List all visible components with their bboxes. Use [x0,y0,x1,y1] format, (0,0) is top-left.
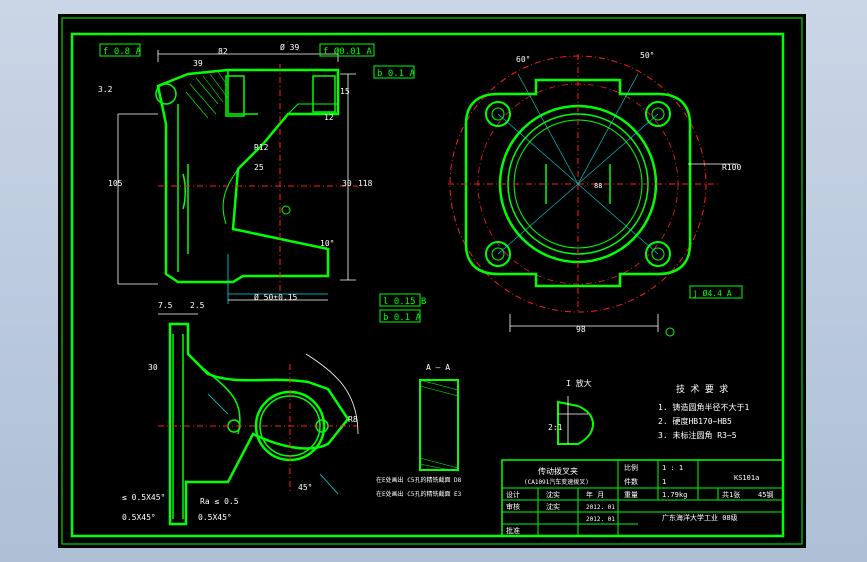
dim-phi50: Ø 50±0.15 [254,292,298,302]
tb-weight-label: 重量 [624,491,638,499]
dim-118: 118 [358,179,373,188]
dim-r100: R100 [722,163,741,172]
chamfer-note-1: ≤ 0.5X45° [122,493,165,502]
tolerance-frame-6: j Ø4.4 A [693,288,732,298]
tb-school: 广东海洋大学工业 08级 [662,513,738,522]
tb-checker: 沈实 [546,502,560,511]
tb-part-sub: (CA1091汽车变速拨叉) [524,478,589,486]
dim-82: 82 [218,47,228,56]
tech-req-item-1: 1. 铸造圆角半径不大于1 [658,402,749,412]
dim-15: 15 [340,87,350,96]
tolerance-frame-5: b 0.1 A [383,313,422,323]
top-view [448,54,738,337]
section-note-a: 在E处画出 C5孔的精铣截面 D8 [376,476,462,484]
tolerance-frame-3: b 0.1 A [377,69,416,79]
dim-60deg: 60° [516,55,530,64]
tech-req-item-3: 3. 未标注圆角 R3~5 [658,430,737,440]
dim-7-5: 7.5 [158,301,173,310]
dim-50deg: 50° [640,51,654,60]
tech-req-title: 技 术 要 求 [676,383,728,395]
title-block: 传动拨叉夹 (CA1091汽车变速拨叉) 比例 1 : 1 KS101a 件数 … [501,459,784,537]
front-view [117,50,358,304]
tolerance-frame-1: f 0.8 A [103,47,142,57]
dim-98: 98 [576,325,586,334]
tb-date-label: 年 月 [586,490,604,499]
dim-12: 12 [324,113,334,122]
tb-material: 45钢 [758,490,773,499]
dim-2-5: 2.5 [190,301,205,310]
tb-approver-label: 批准 [506,526,520,535]
dim-10deg: 10° [320,239,334,248]
front-view-labels: f 0.8 A f Ø0.01 A b 0.1 A l 0.15 B b 0.1… [98,42,426,323]
chamfer-note-2: 0.5X45° [122,513,156,522]
tech-requirements: 技 术 要 求 1. 铸造圆角半径不大于1 2. 硬度HB170~HB5 3. … [658,383,749,440]
dim-r8: R8 [348,415,358,424]
dim-39: 39 [193,59,203,68]
tb-date-1: 2012. 01 [586,504,615,511]
tb-part-name: 传动拨叉夹 [538,466,578,476]
tech-req-item-2: 2. 硬度HB170~HB5 [658,416,732,426]
dim-105: 105 [108,179,123,188]
detail-scale: 2:1 [548,423,563,432]
tb-weight-value: 1.79kg [662,491,687,499]
dim-88: 88 [594,182,602,190]
dim-30b: 30 [148,363,158,372]
chamfer-note-4: Ra ≤ 0.5 [200,497,239,506]
tb-designer-label: 设计 [506,490,520,499]
section-note-b: 在E处画出 C5孔的精铣截面 E3 [376,490,462,498]
tb-checker-label: 审核 [506,502,520,511]
dim-r12: R12 [254,143,269,152]
dim-30: 30 [342,179,352,188]
tolerance-frame-4: l 0.15 B [383,297,426,307]
tb-designer: 沈实 [546,490,560,499]
section-aa: A — A 在E处画出 C5孔的精铣截面 D8 在E处画出 C5孔的精铣截面 E… [376,363,462,498]
tb-sheet: 共1张 [722,490,740,499]
outer-frame [61,17,803,545]
tb-drawing-no: KS101a [734,474,759,482]
tb-qty-label: 件数 [624,477,638,486]
tb-date-2: 2012. 01 [586,516,615,523]
dim-phi39: Ø 39 [280,42,299,52]
side-view-labels: 7.5 2.5 30 45° R8 ≤ 0.5X45° 0.5X45° 0.5X… [122,301,358,522]
top-view-labels: 60° 50° R100 98 88 j Ø4.4 A [516,51,743,334]
detail-label: I 放大 [566,378,592,388]
tolerance-frame-2: f Ø0.01 A [323,46,372,57]
section-label: A — A [426,363,450,372]
dim-25: 25 [254,163,264,172]
chamfer-note-3: 0.5X45° [198,513,232,522]
inner-frame [70,32,785,538]
dim-3-2: 3.2 [98,85,113,94]
tb-scale-value: 1 : 1 [662,464,683,472]
detail-view: I 放大 2:1 [548,378,594,445]
cad-viewport[interactable]: f 0.8 A f Ø0.01 A b 0.1 A l 0.15 B b 0.1… [58,14,806,548]
side-view [158,313,359,526]
tb-scale-label: 比例 [624,463,638,472]
tb-qty-value: 1 [662,478,666,486]
drawing-canvas: f 0.8 A f Ø0.01 A b 0.1 A l 0.15 B b 0.1… [61,17,803,545]
dim-45deg: 45° [298,483,312,492]
